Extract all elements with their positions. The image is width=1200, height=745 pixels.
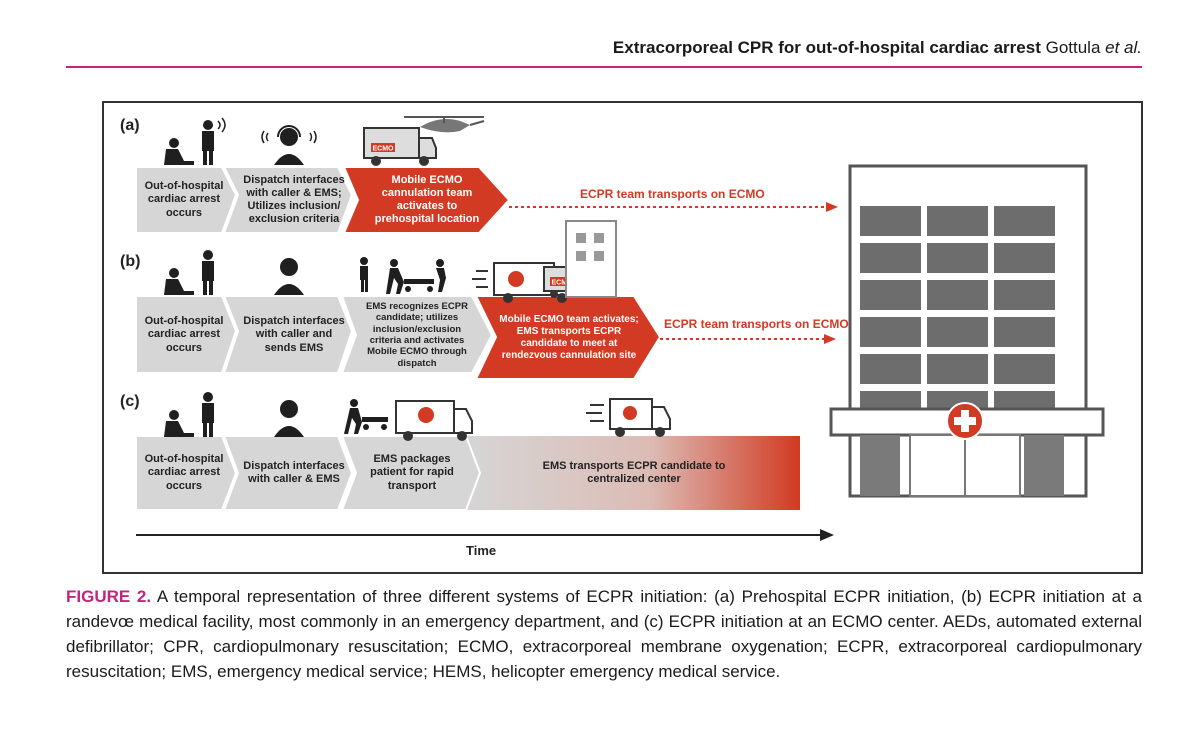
- row-b-step-4: [474, 295, 662, 380]
- row-c-step-4-text: EMS transports ECPR candidate to central…: [542, 459, 726, 485]
- row-b-step-2: [222, 295, 354, 374]
- time-axis-arrowhead: [820, 529, 834, 541]
- running-header: Extracorporeal CPR for out-of-hospital c…: [66, 38, 1142, 58]
- row-a-step-3: [342, 166, 511, 234]
- time-axis-label: Time: [466, 543, 497, 558]
- dispatcher-icon: [261, 125, 317, 165]
- row-c-label: (c): [120, 393, 140, 410]
- row-a-step-1-text: Out-of-hospital cardiac arrest occurs: [144, 180, 224, 219]
- header-rule: [66, 66, 1142, 68]
- ambulance-moving-icon: [586, 398, 671, 437]
- row-c-transport-bar: [464, 436, 800, 510]
- header-etal: et al.: [1105, 38, 1142, 57]
- row-c-step-1-text: Out-of-hospital cardiac arrest occurs: [144, 453, 224, 492]
- figure-graphic: ECMO: [135, 116, 1105, 541]
- row-b-step-1-text: Out-of-hospital cardiac arrest occurs: [144, 315, 224, 354]
- row-c-step-2: [222, 435, 354, 511]
- rendezvous-facility-icon: [565, 220, 617, 298]
- row-a-step-1: [135, 166, 238, 234]
- row-a-label: (a): [120, 117, 140, 134]
- row-c-step-1: [135, 435, 238, 511]
- ecmo-truck-label: ECMO: [552, 280, 574, 287]
- row-a-step-2: [222, 166, 354, 234]
- cpr-icon: [164, 250, 214, 295]
- row-c-step-2-text: Dispatch interfaces with caller & EMS: [243, 459, 345, 485]
- figure-panel: ECMO: [102, 101, 1143, 574]
- ambulance-icon: [395, 400, 473, 441]
- row-b-arrowhead: [824, 334, 836, 344]
- cpr-icon: [164, 392, 214, 437]
- ecmo-truck-icon: ECMO: [363, 127, 437, 166]
- row-a-transport-text: ECPR team transports on ECMO: [580, 187, 765, 201]
- row-a-step-3-text: Mobile ECMO cannulation team activates t…: [374, 173, 480, 226]
- header-authors: Gottula: [1045, 38, 1101, 57]
- hospital-icon: [829, 164, 1105, 498]
- row-a-arrowhead: [826, 202, 838, 212]
- cpr-icon: [164, 117, 226, 165]
- helicopter-icon: [404, 116, 485, 133]
- row-b-step-4-text: Mobile ECMO team activates; EMS transpor…: [499, 314, 639, 361]
- ems-responders-icon: [360, 257, 446, 294]
- row-b-step-3: [340, 295, 494, 374]
- row-b-transport-text: ECPR team transports on ECMO: [664, 317, 849, 331]
- caption-text: A temporal representation of three diffe…: [66, 587, 1143, 681]
- row-c-step-3-text: EMS packages patient for rapid transport: [370, 453, 454, 492]
- row-b-label: (b): [120, 253, 141, 270]
- row-a-step-2-text: Dispatch interfaces with caller & EMS; U…: [243, 173, 345, 226]
- header-title: Extracorporeal CPR for out-of-hospital c…: [612, 38, 1041, 57]
- ecmo-truck-label: ECMO: [373, 146, 395, 153]
- row-b-step-1: [135, 295, 238, 374]
- row-b-step-3-text: EMS recognizes ECPR candidate; utilizes …: [366, 300, 468, 369]
- dispatcher-icon: [274, 400, 304, 437]
- stretcher-icon: [344, 399, 388, 434]
- row-b-step-2-text: Dispatch interfaces with caller and send…: [243, 315, 345, 354]
- figure-caption: FIGURE 2. A temporal representation of t…: [66, 584, 1142, 684]
- dispatcher-icon: [274, 258, 304, 295]
- caption-label: FIGURE 2.: [66, 587, 152, 606]
